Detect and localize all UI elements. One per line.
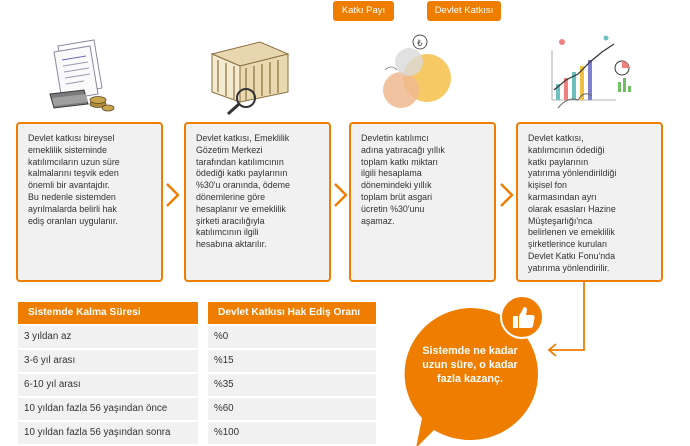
table-cell: %15 [208,350,376,372]
table-cell: %100 [208,422,376,444]
step-line: emeklilik sisteminde [28,144,107,155]
step-line: %30'u oranında, ödeme [196,180,290,191]
table-cell: 3-6 yıl arası [18,350,198,372]
step-line: ilgili hesaplama [361,168,422,179]
step-line: karmasından ayrı [528,191,597,202]
step-line: şirketlerince kurulan [528,239,607,250]
table-cell: %35 [208,374,376,396]
step-line: Müşteşarlığı'nca [528,215,593,226]
step-line: ücretin %30'unu [361,203,425,214]
step-line: şirketi aracılığıyla [196,215,265,226]
table-row: 10 yıldan fazla 56 yaşından sonra %100 [18,422,378,444]
bank-building-magnifier-icon [210,41,290,116]
step-card-2: Devlet katkısı, Emeklilik Gözetim Merkez… [184,122,331,282]
table-row: 3 yıldan az %0 [18,326,378,348]
step-line: kalmalarını teşvik eden [28,168,119,179]
step-line: katılımcının ilgili [196,227,259,238]
step-line: ödediği katkı paylarının [196,168,288,179]
table-cell: %60 [208,398,376,420]
table-cell: 10 yıldan fazla 56 yaşından önce [18,398,198,420]
step-line: hesabına aktarılır. [196,239,267,250]
step-line: ayrılmalarda belirli hak [28,203,117,214]
step-line: Devlet katkısı bireysel [28,133,115,143]
table-header-cell: Sistemde Kalma Süresi [18,302,198,324]
step-line: tarafından katılımcının [196,156,284,167]
step-line: yatırıma yönlendirilir. [528,262,610,273]
step-line: Devlet Katkı Fonu'nda [528,250,616,261]
step-line: katkı paylarının [528,156,589,167]
bubble-message: Sistemde ne kadar uzun süre, o kadar faz… [405,344,535,386]
step-line: hesaplanır ve emeklilik [196,203,286,214]
step-line: Gözetim Merkezi [196,144,263,155]
step-card-1: Devlet katkısı bireysel emeklilik sistem… [16,122,163,282]
thumbs-up-icon [500,295,544,339]
vesting-rate-table: Sistemde Kalma Süresi Devlet Katkısı Hak… [18,302,378,446]
table-cell: 6-10 yıl arası [18,374,198,396]
coins-illustration-icon: ₺ [383,34,451,108]
chevron-right-icon [500,183,514,207]
table-cell: %0 [208,326,376,348]
connector-arrow [547,282,585,357]
step-card-3: Devletin katılımcı adına yatıracağı yıll… [349,122,496,282]
step-line: yatırıma yönlendirildiği [528,168,617,179]
table-cell: 10 yıldan fazla 56 yaşından sonra [18,422,198,444]
step-line: olarak esasları Hazine [528,203,616,214]
bubble-line: Sistemde ne kadar [422,345,518,357]
step-line: Devlet katkısı, [528,133,584,143]
table-row: 3-6 yıl arası %15 [18,350,378,372]
step-line: toplam brüt asgari [361,191,433,202]
step-line: toplam katkı miktarı [361,156,438,167]
table-row: 6-10 yıl arası %35 [18,374,378,396]
katki-payi-tag: Katkı Payı [333,1,394,21]
step-line: Devletin katılımcı [361,133,429,143]
step-card-4: Devlet katkısı, katılımcının ödediği kat… [516,122,663,282]
step-line: dönemlerine göre [196,191,266,202]
svg-text:₺: ₺ [417,39,423,49]
chevron-right-icon [334,183,348,207]
step-line: dönemindeki yıllık [361,180,432,191]
step-line: adına yatıracağı yıllık [361,144,445,155]
bubble-line: uzun süre, o kadar [422,359,518,371]
step-line: Bu nedenle sistemden [28,191,116,202]
step-line: kişisel fon [528,180,567,191]
bubble-line: fazla kazanç. [436,373,503,385]
documents-money-icon [49,39,115,112]
table-row: 10 yıldan fazla 56 yaşından önce %60 [18,398,378,420]
growth-chart-illustration-icon [551,35,631,109]
table-header-cell: Devlet Katkısı Hak Ediş Oranı [208,302,376,324]
chevron-right-icon [166,183,180,207]
step-line: belirlenen ve emeklilik [528,227,615,238]
devlet-katkisi-tag: Devlet Katkısı [427,1,501,21]
step-line: Devlet katkısı, Emeklilik [196,133,290,143]
table-cell: 3 yıldan az [18,326,198,348]
step-line: önemli bir avantajdır. [28,180,110,191]
step-line: katılımcıların uzun süre [28,156,120,167]
step-line: katılımcının ödediği [528,144,605,155]
step-line: ediş oranları uygulanır. [28,215,118,226]
step-line: aşamaz. [361,215,395,226]
speech-bubble [404,307,538,446]
table-header-row: Sistemde Kalma Süresi Devlet Katkısı Hak… [18,302,378,324]
